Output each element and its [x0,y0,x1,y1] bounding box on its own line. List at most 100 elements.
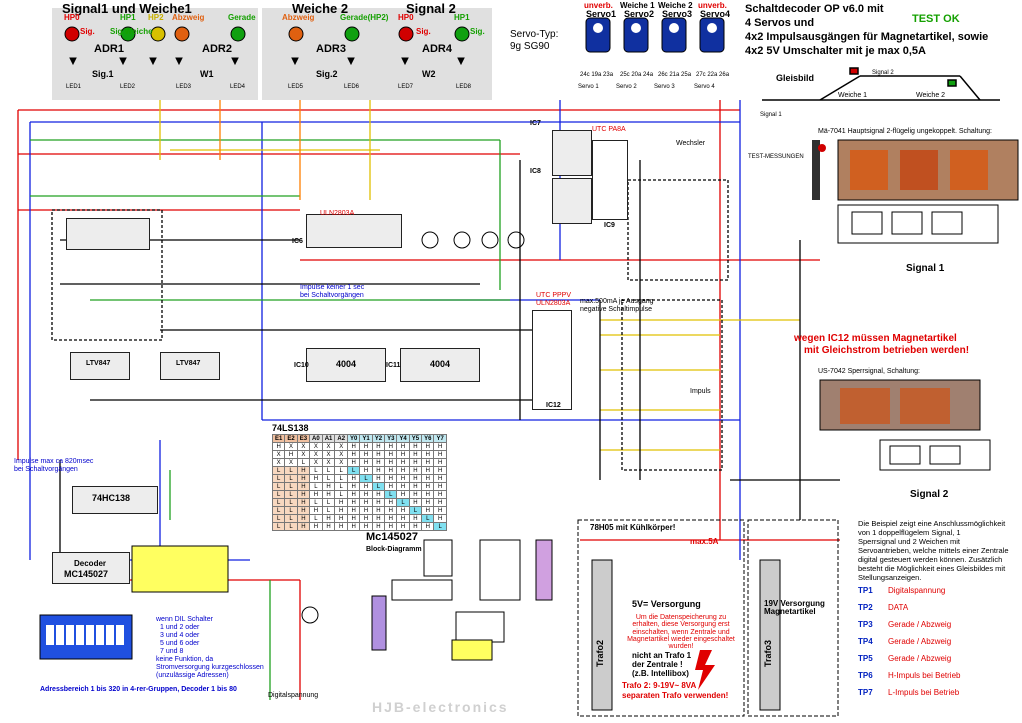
servo-row-4: Servo 4 [694,84,715,90]
beispiel-line-5: besteht die Möglichkeit eines Gleisbilde… [858,564,1006,573]
ltv847-chip-2 [160,352,220,380]
der-zentrale: der Zentrale ! [632,660,683,669]
truth-table-cell: L [271,498,286,508]
servo3-top: Weiche 2 [658,1,693,10]
led-label-8: HP0 [398,13,414,22]
led-label-2: HP1 [120,13,136,22]
truth-table-cell: L [271,514,286,524]
beispiel-line-4: digital gesteuert werden können. Zusätzl… [858,555,1003,564]
ut-78h05: 78H05 mit Kühlkörper! [590,523,676,532]
sperrsignal-photo [819,379,991,471]
led1-label: LED1 [66,84,82,90]
truth-table-cell: H [371,466,386,476]
gleisbild-diagram [762,67,1000,101]
truth-table-cell: H [334,498,349,508]
truth-table-cell: L [284,466,298,476]
servo3-name: Servo3 [662,9,693,19]
truth-table-cell: H [359,490,373,500]
led-label-7: Gerade(HP2) [340,13,389,22]
servo1-pins: 24c 19a 23a [580,72,614,78]
note-bei-schaltvorgang: bei Schaltvorgängen [300,292,364,299]
tp-legend-id: TP1 [858,586,873,595]
ic11-label: IC11 [386,362,401,369]
gleisbild-signal1: Signal 1 [760,112,782,118]
truth-table-cell: H [371,450,386,460]
truth-table-cell: H [396,458,410,468]
led-label-1: HP0 [64,13,80,22]
servo-row-2: Servo 2 [616,84,637,90]
truth-table-cell: H [347,506,361,516]
led-gerade-1 [230,26,246,42]
transistor-row [301,231,525,624]
ic9-label: IC9 [604,222,615,229]
truth-table-cell: H [347,522,361,532]
note-impuls-ca: Impulse max ca 820msec [14,458,94,465]
truth-table-cell: L [433,522,447,532]
led-abzweig-1 [174,26,190,42]
truth-table-cell: L [334,490,349,500]
truth-table-cell: L [284,474,298,484]
truth-table-cell: X [321,442,336,452]
led-label-5: Gerade [228,13,256,22]
truth-table-cell: H [296,466,311,476]
tp-legend-text: Gerade / Abzweig [888,637,952,646]
truth-table-cell: L [334,482,349,492]
led-hp1-1 [120,26,136,42]
truth-table-cell: L [271,482,286,492]
note-negative: negative Schaltimpulse [580,306,652,313]
ic10-label: IC10 [294,362,309,369]
truth-table-cell: H [384,474,398,484]
truth-table-cell: H [396,490,410,500]
dil-line-7: (unzulässige Adressen) [156,672,229,679]
truth-table-cell: L [309,514,323,524]
truth-table-cell: H [408,482,423,492]
truth-table-cell: H [433,450,447,460]
signal2-label: Signal 2 [910,489,949,500]
ic11-chip [400,348,480,382]
truth-table-cell: H [347,442,361,452]
truth-table-cell: H [384,442,398,452]
truth-table-cell: L [334,474,349,484]
uln-label-1: ULN2803A [320,210,355,217]
dil-line-1: 1 und 2 oder [160,624,200,631]
truth-table-cell: H [396,442,410,452]
truth-table-cell: X [321,458,336,468]
truth-table-cell: X [321,450,336,460]
truth-table-cell: H [384,458,398,468]
tp-legend-text: L-Impuls bei Betrieb [888,688,960,697]
truth-table-cell: H [433,514,447,524]
truth-table-cell: H [359,458,373,468]
truth-table-cell: L [284,482,298,492]
truth-table-cell: L [396,498,410,508]
beispiel-line-3: Servoantrieben, welche mittels einer Zen… [858,546,1009,555]
gleisbild-weiche2: Weiche 2 [916,92,946,99]
truth-table-cell: H [433,466,447,476]
truth-table-cell: L [321,506,336,516]
truth-table-cell: X [296,442,311,452]
title-line-3: 4x2 Impulsausgängen für Magnetartikel, s… [745,31,989,43]
note-mit-gleichstrom: mit Gleichstrom betrieben werden! [804,345,970,356]
led-symbol-row [69,57,465,66]
note-wenn-dil: wenn DIL Schalter [156,616,213,623]
uln-label-2: ULN2803A [536,300,571,307]
truth-table-cell: X [309,450,323,460]
led-label-3: HP2 [148,13,164,22]
mc-block-title: Mc145027 [366,531,418,543]
truth-table-cell: H [371,458,386,468]
note-max500: max.500mA je Ausgang [580,298,654,305]
dil-line-2: 3 und 4 oder [160,632,200,639]
truth-table-cell: H [359,450,373,460]
servo-row-3: Servo 3 [654,84,675,90]
